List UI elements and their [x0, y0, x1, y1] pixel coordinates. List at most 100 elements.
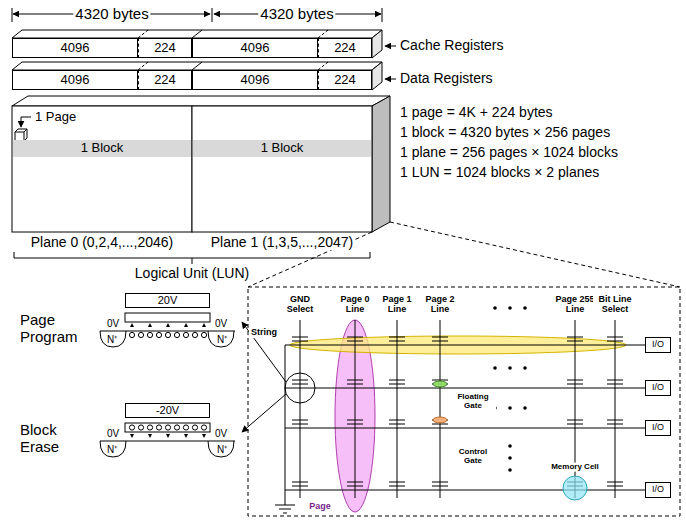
page-pointer: [21, 117, 31, 127]
schematic-wire: [389, 486, 405, 487]
voltage-label: 0V: [105, 428, 121, 439]
ellipsis-dot: [508, 406, 512, 410]
node-text: 224: [334, 73, 356, 87]
plane-block: [12, 96, 390, 232]
tunnel-arrow: [130, 434, 134, 438]
size-note: 1 LUN = 1024 blocks × 2 planes: [398, 165, 601, 180]
ellipsis-dot: [523, 366, 527, 370]
schematic-wire: [292, 420, 308, 421]
register-slab: [192, 62, 202, 70]
register-spare: 224: [318, 70, 372, 90]
io-pin: I/O: [645, 420, 671, 436]
schematic-wire: [615, 320, 616, 498]
schematic-wire: [567, 337, 583, 338]
io-pin: I/O: [645, 380, 671, 396]
block-band: 1 Block: [13, 140, 191, 157]
schematic-wire: [607, 482, 623, 483]
register-cell: 4096: [12, 38, 138, 58]
size-note: 1 block = 4320 bytes × 256 pages: [398, 125, 612, 140]
electron: [156, 425, 161, 430]
schematic-wire: [292, 486, 308, 487]
schematic-wire: [607, 486, 623, 487]
callout-label: Floating Gate: [450, 393, 496, 411]
register-slab: [372, 30, 382, 58]
electron: [129, 425, 134, 430]
schematic-wire: [275, 320, 645, 513]
cell-cross-section: [100, 331, 235, 332]
page-pointer: [21, 117, 31, 127]
schematic-wire: [285, 345, 645, 346]
callout-label: Control Gate: [450, 448, 496, 466]
schematic-wire: [607, 337, 623, 338]
schematic-wire: [432, 486, 448, 487]
schematic-wire: [292, 337, 308, 338]
schematic-wire: [355, 320, 356, 498]
node-text: 1 Block: [81, 141, 124, 155]
register-pointer: [385, 46, 396, 47]
callout-leader: [248, 287, 680, 516]
register-slab: [12, 62, 382, 70]
node-text: -20V: [156, 404, 179, 416]
node-text: I/O: [652, 340, 664, 350]
dimension-label: 4320 bytes: [73, 6, 150, 23]
schematic-wire: [285, 428, 645, 429]
plane-block: [192, 106, 372, 232]
electron: [165, 332, 170, 337]
schematic-wire: [292, 341, 308, 342]
register-label: Cache Registers: [398, 38, 506, 53]
node-text: 224: [154, 41, 176, 55]
ellipsis-dot: [508, 444, 512, 448]
line-label: Page 0 Line: [334, 295, 376, 315]
schematic-wire: [607, 384, 623, 385]
voltage-label: 0V: [105, 318, 121, 329]
schematic-wire: [440, 320, 441, 498]
tunnel-arrow: [166, 323, 170, 327]
node-text: I/O: [652, 485, 664, 495]
schematic-wire: [567, 380, 583, 381]
ellipsis-dot: [523, 306, 527, 310]
node-text: 4096: [61, 73, 90, 87]
size-note: 1 page = 4K + 224 bytes: [398, 105, 555, 120]
io-pin: I/O: [645, 337, 671, 353]
plane-block: [12, 106, 192, 232]
node-text: I/O: [652, 423, 664, 433]
schematic-wire: [389, 380, 405, 381]
cell-cross-section: [208, 331, 234, 347]
voltage-label: 0V: [213, 318, 229, 329]
dimension-label: 4320 bytes: [258, 6, 335, 23]
schematic-wire: [432, 341, 448, 342]
node-text: 224: [154, 73, 176, 87]
schematic-wire: [567, 341, 583, 342]
schematic-wire: [432, 424, 448, 425]
ellipsis-dot: [508, 456, 512, 460]
voltage-label: 0V: [213, 428, 229, 439]
schematic-wire: [567, 420, 583, 421]
plane-bracket: [14, 252, 370, 264]
electron: [174, 332, 179, 337]
operation-label: Block Erase: [18, 422, 94, 455]
callout-leader: [390, 222, 680, 287]
plane-label: Plane 1 (1,3,5,...,2047): [209, 235, 355, 250]
register-label: Data Registers: [398, 71, 495, 86]
schematic-wire: [347, 341, 363, 342]
schematic-wire: [389, 384, 405, 385]
schematic-wire: [347, 486, 363, 487]
register-cell: 4096: [192, 38, 318, 58]
schematic-wire: [432, 380, 448, 381]
schematic-wire: [397, 320, 398, 498]
electron: [201, 332, 206, 337]
line-label: Bit Line Select: [593, 295, 637, 315]
register-spare: 224: [138, 38, 192, 58]
ellipsis-dot: [523, 406, 527, 410]
node-text: 20V: [158, 294, 178, 306]
register-spare: 224: [138, 70, 192, 90]
line-label: Page 2 Line: [419, 295, 461, 315]
ellipsis-dot: [493, 366, 497, 370]
schematic-wire: [389, 341, 405, 342]
tunnel-arrow: [130, 323, 134, 327]
doping-label: N⁺: [105, 444, 119, 455]
tunnel-arrow: [184, 323, 188, 327]
schematic-wire: [285, 388, 645, 389]
electron: [138, 425, 143, 430]
schematic-wire: [292, 384, 308, 385]
